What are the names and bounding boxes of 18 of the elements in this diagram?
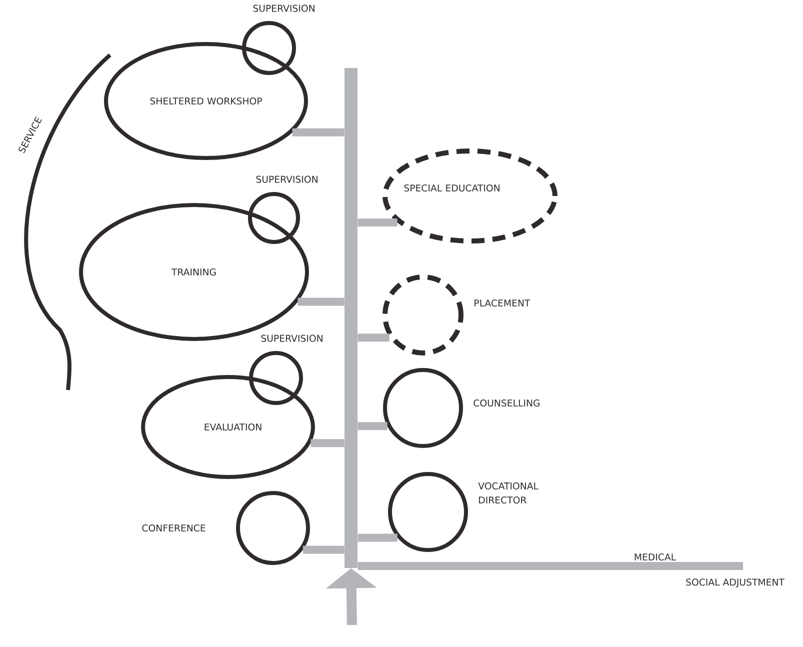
branch-line	[358, 334, 390, 342]
node-label: SUPERVISION	[253, 4, 314, 12]
vertical-bar	[344, 68, 358, 568]
branch-line	[302, 546, 344, 554]
branch-line	[292, 128, 344, 136]
node-label: SUPERVISION	[256, 176, 318, 183]
node-label: VOCATIONAL DIRECTOR	[478, 482, 538, 504]
node-label: COUNSELLING	[474, 399, 540, 407]
node-label: CONFERENCE	[142, 524, 206, 532]
node-label: SUPERVISION	[261, 334, 322, 342]
node-label: PLACEMENT	[474, 299, 530, 307]
branch-line	[298, 298, 344, 306]
bar-label: SOCIAL ADJUSTMENT	[686, 578, 784, 588]
bar-label: MEDICAL	[634, 553, 676, 561]
branch-line	[358, 422, 388, 430]
branch-line	[310, 439, 344, 448]
branch-line	[358, 562, 743, 570]
branch-line	[358, 218, 398, 226]
